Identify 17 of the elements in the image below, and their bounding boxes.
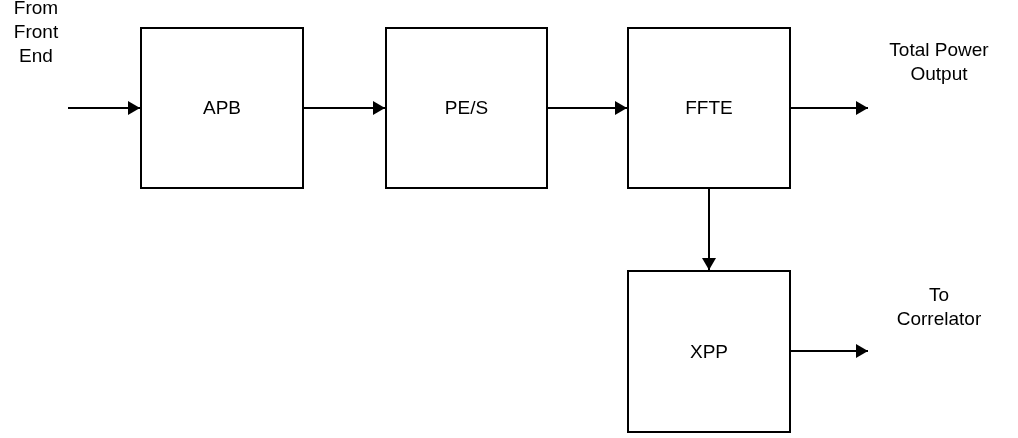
process-box — [385, 27, 548, 189]
arrow — [702, 188, 716, 271]
process-box — [627, 27, 791, 189]
box-label: XPP — [690, 339, 728, 364]
arrow — [790, 101, 869, 115]
signal-label: To Correlator — [895, 283, 983, 331]
process-box — [140, 27, 304, 189]
arrow — [547, 101, 628, 115]
process-box — [627, 270, 791, 433]
signal-label: From Front End — [12, 0, 60, 68]
signal-label: Total Power Output — [888, 38, 990, 86]
box-label: PE/S — [444, 96, 489, 120]
box-label: APB — [203, 96, 241, 120]
box-label: FFTE — [685, 96, 733, 120]
arrow — [303, 101, 386, 115]
arrow — [67, 101, 141, 115]
arrow — [790, 344, 869, 358]
